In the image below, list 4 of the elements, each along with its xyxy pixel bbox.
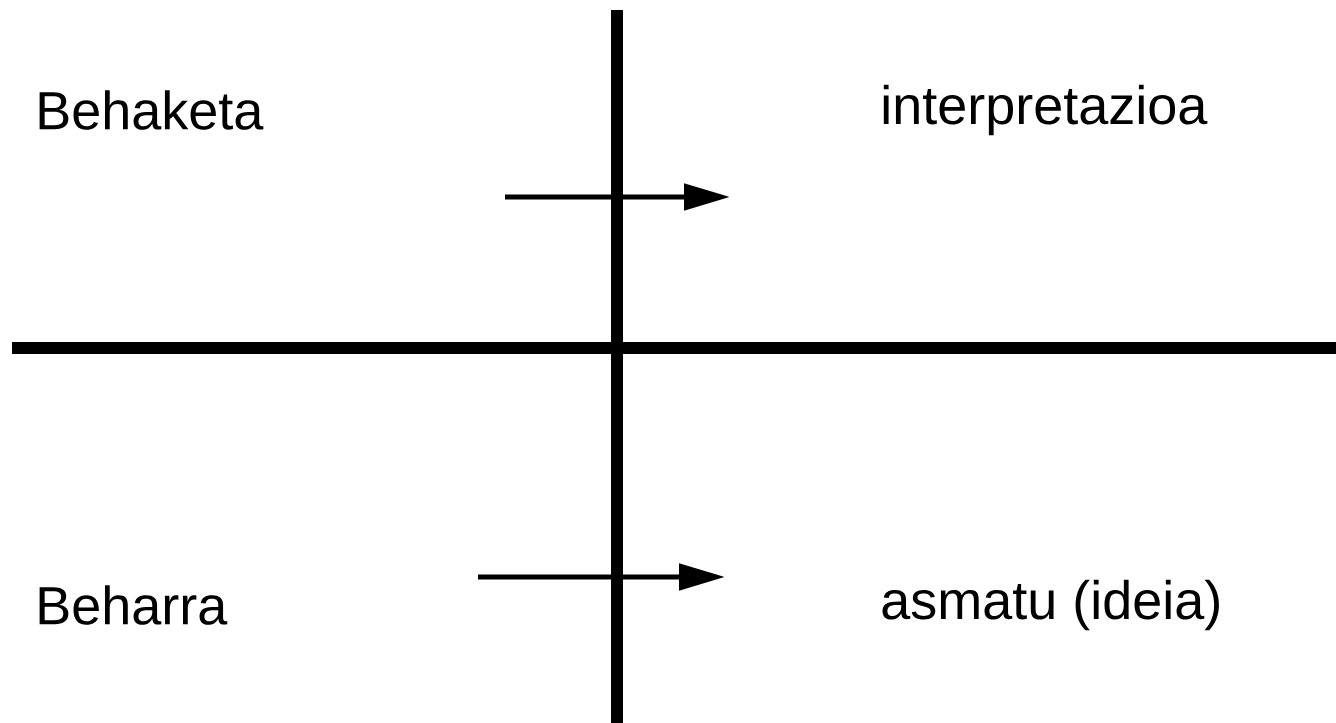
text-label: Behaketa	[39, 90, 264, 130]
text-label: interpretazioa	[883, 84, 1208, 136]
text-label: Beharra	[39, 585, 228, 625]
text-label: asmatu (ideia)	[882, 579, 1219, 631]
